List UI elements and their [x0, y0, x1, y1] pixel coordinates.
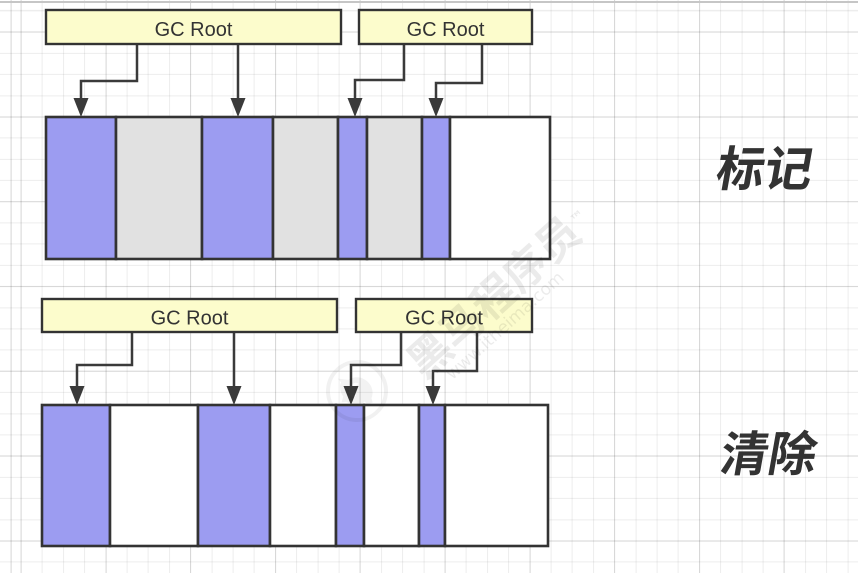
heap-segment-live[interactable]: [200, 115, 275, 261]
heap-segment-live[interactable]: [336, 115, 369, 261]
gc-root-pointer-arrow[interactable]: [349, 332, 403, 389]
gc-root-pointer-arrow[interactable]: [431, 332, 479, 389]
gc-root-label: GC Root: [405, 308, 483, 330]
heap-segment-live[interactable]: [196, 403, 272, 548]
heap-segment-free[interactable]: [268, 403, 338, 548]
heap-segment-live[interactable]: [417, 403, 447, 548]
arrowhead-icon: [343, 386, 359, 405]
gc-root-box[interactable]: [40, 297, 339, 334]
gc-root-pointer-arrow[interactable]: [434, 44, 484, 101]
heap-segment-free[interactable]: [108, 403, 200, 548]
watermark-trademark: ™: [567, 206, 590, 229]
watermark-brand-text: [405, 215, 584, 381]
gc-root-pointer-arrow[interactable]: [353, 44, 406, 101]
arrowhead-icon: [425, 386, 441, 405]
heap-segment-live[interactable]: [40, 403, 112, 548]
arrowhead-icon: [69, 386, 85, 405]
arrowhead-icon: [226, 386, 242, 405]
shapes-layer: GC Root GC Root GC Root GC Root: [40, 8, 820, 548]
caption-sweep[interactable]: [718, 429, 820, 476]
watermark-logo-circle: [326, 360, 388, 422]
heap-segment-garbage[interactable]: [365, 115, 424, 261]
canvas-top-rule: [0, 1, 858, 3]
heap-segment-free[interactable]: [362, 403, 421, 548]
arrowhead-icon: [428, 98, 444, 117]
heap-segment-live[interactable]: [334, 403, 366, 548]
gc-root-pointer-arrow[interactable]: [75, 332, 134, 389]
gc-root-box[interactable]: [354, 297, 534, 334]
heap-segment-garbage[interactable]: [114, 115, 204, 261]
caption-mark[interactable]: [714, 145, 816, 191]
arrowhead-icon: [347, 98, 363, 117]
heap-segment-live[interactable]: [420, 115, 452, 261]
gc-root-box[interactable]: [357, 8, 534, 46]
gc-root-label: GC Root: [155, 19, 233, 41]
heap-segment-free[interactable]: [448, 115, 552, 261]
gc-root-label: GC Root: [151, 308, 229, 330]
heap-segment-garbage[interactable]: [271, 115, 340, 261]
arrowhead-icon: [73, 98, 89, 117]
heap-segment-live[interactable]: [44, 115, 118, 261]
watermark-brand-glyphs: [405, 215, 584, 381]
gc-root-label: GC Root: [407, 19, 485, 41]
gc-root-pointer-arrow[interactable]: [79, 44, 139, 101]
gc-root-box[interactable]: [44, 8, 343, 46]
watermark-horse-head-icon: [337, 377, 373, 406]
heap-segment-free[interactable]: [443, 403, 550, 548]
arrowhead-icon: [230, 98, 246, 117]
